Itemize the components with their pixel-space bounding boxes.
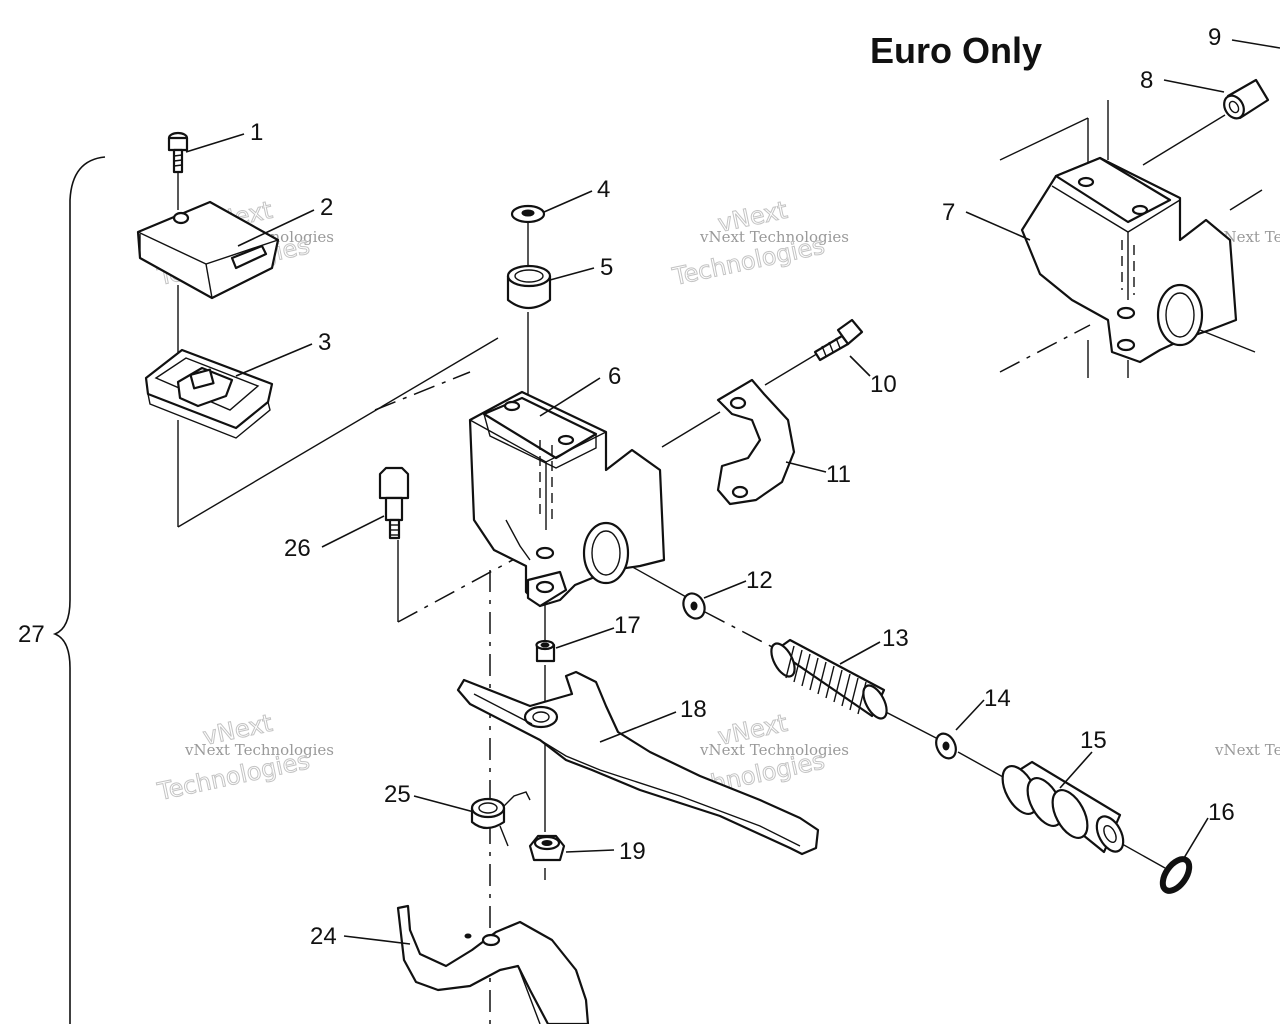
svg-text:vNext Technologies: vNext Technologies: [184, 741, 334, 759]
part-19-lock-nut: [528, 834, 566, 862]
callout-labels: 1 2 3 4 5 6 7 8 9 10 11 12 13 14 15 16 1…: [18, 24, 1235, 950]
part-26-pivot-bolt: [378, 466, 410, 540]
part-4-seal-washer: [510, 204, 546, 224]
callout-18: 18: [680, 696, 707, 723]
callout-14: 14: [984, 685, 1011, 712]
part-25-torsion-spring: [470, 791, 531, 847]
callout-7: 7: [942, 199, 955, 226]
part-18-brake-lever: [456, 670, 820, 856]
part-5-bushing: [506, 264, 552, 310]
callout-9: 9: [1208, 24, 1221, 51]
part-16-o-ring: [1159, 856, 1193, 894]
callout-15: 15: [1080, 727, 1107, 754]
callout-6: 6: [608, 363, 621, 390]
part-14-washer: [935, 732, 957, 760]
callout-27: 27: [18, 621, 45, 648]
part-13-spring: [770, 638, 888, 720]
callout-1: 1: [250, 119, 263, 146]
callout-10: 10: [870, 371, 897, 398]
callout-leaders: [185, 39, 1280, 945]
watermark-left-bottom: vNext vNext Technologies Technologies: [154, 708, 334, 806]
svg-text:vNext Technologies: vNext Technologies: [1214, 741, 1280, 759]
part-6-master-cylinder: [468, 390, 666, 608]
part-1-cover-screw: [167, 131, 189, 174]
callout-24: 24: [310, 923, 337, 950]
callout-8: 8: [1140, 67, 1153, 94]
part-3-diaphragm: [144, 348, 274, 439]
svg-text:vNext Technologies: vNext Technologies: [699, 228, 849, 246]
part-15-piston: [1001, 760, 1125, 854]
part-7-euro-master-cylinder: [1020, 156, 1256, 364]
callout-3: 3: [318, 329, 331, 356]
watermark-right-bottom: vNext Technologies: [1214, 741, 1280, 759]
callout-16: 16: [1208, 799, 1235, 826]
part-2-reservoir-cover: [136, 200, 280, 300]
part-17-pivot-bushing: [535, 639, 556, 663]
callout-19: 19: [619, 838, 646, 865]
assembly-bracket: [52, 156, 106, 1024]
part-10-clamp-bolt: [813, 318, 864, 362]
callout-25: 25: [384, 781, 411, 808]
callout-4: 4: [597, 176, 610, 203]
part-8-fitting: [1223, 78, 1270, 120]
watermark-center-top: vNext vNext Technologies Technologies: [669, 195, 849, 291]
part-24-switch-bracket: [396, 904, 590, 1024]
diagram-title: Euro Only: [870, 30, 1042, 71]
callout-2: 2: [320, 194, 333, 221]
callout-17: 17: [614, 612, 641, 639]
svg-text:vNext Technologies: vNext Technologies: [699, 741, 849, 759]
callout-11: 11: [826, 461, 851, 488]
part-11-handlebar-clamp: [716, 378, 796, 506]
part-12-washer: [682, 592, 706, 620]
callout-13: 13: [882, 625, 909, 652]
callout-12: 12: [746, 567, 773, 594]
callout-5: 5: [600, 254, 613, 281]
callout-26: 26: [284, 535, 311, 562]
